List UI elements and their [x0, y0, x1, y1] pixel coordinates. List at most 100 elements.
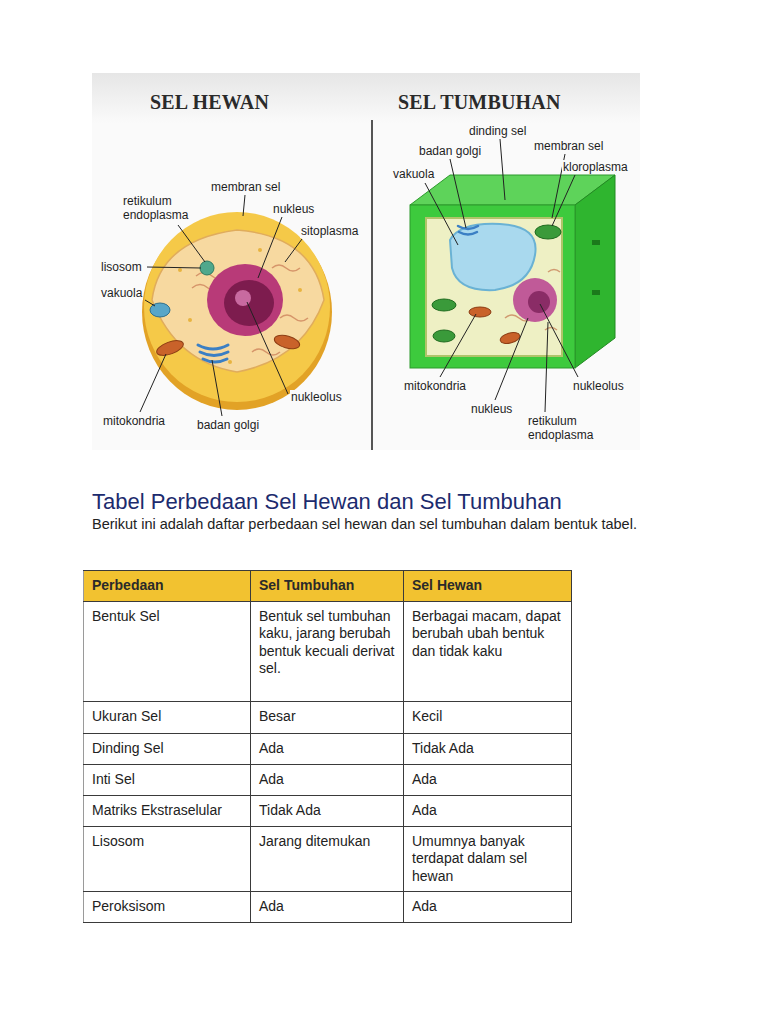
table-header-cell: Sel Hewan [404, 571, 572, 602]
comparison-table: PerbedaanSel TumbuhanSel HewanBentuk Sel… [83, 570, 572, 923]
part-label: nukleus [272, 202, 315, 216]
plant-cell [469, 307, 491, 317]
table-cell: Ada [251, 764, 404, 795]
part-label: kloroplasma [562, 160, 629, 174]
animal-cell [200, 352, 228, 356]
animal-cell [272, 265, 300, 271]
plant-cell [458, 226, 478, 229]
page-title: Tabel Perbedaan Sel Hewan dan Sel Tumbuh… [92, 489, 562, 515]
animal-cell [273, 333, 301, 351]
animal-cell [142, 212, 332, 410]
plant-cell [528, 291, 550, 313]
leader-line [545, 322, 548, 412]
leader-line [178, 225, 205, 262]
table-cell: Dinding Sel [84, 733, 251, 764]
plant-cell [458, 226, 478, 235]
table-cell: Bentuk Sel [84, 601, 251, 701]
leader-line [212, 360, 222, 416]
animal-cell [298, 288, 302, 292]
animal-cell [224, 280, 274, 326]
leader-line [145, 300, 155, 306]
plant-cell [535, 225, 561, 239]
part-label: retikulum endoplasma [122, 194, 196, 222]
table-cell: Ada [251, 892, 404, 923]
plant-cell [450, 224, 536, 290]
part-label: badan golgi [196, 418, 260, 432]
table-header-cell: Perbedaan [84, 571, 251, 602]
leader-line [243, 195, 245, 216]
comparison-table: PerbedaanSel TumbuhanSel HewanBentuk Sel… [83, 570, 572, 923]
table-cell: Kecil [404, 701, 572, 733]
table-row: Inti SelAdaAda [84, 764, 572, 795]
animal-cell [200, 261, 214, 275]
image-ground [92, 73, 640, 450]
plant-cell [433, 330, 455, 342]
image-ground [371, 120, 373, 450]
part-label: badan golgi [418, 144, 482, 158]
table-cell: Ukuran Sel [84, 701, 251, 733]
table-cell: Peroksisom [84, 892, 251, 923]
animal-cell [155, 338, 185, 359]
leader-line [147, 267, 201, 268]
animal-cell [280, 315, 308, 321]
table-row: PeroksisomAdaAda [84, 892, 572, 923]
leader-line [258, 217, 282, 278]
animal-cell [178, 248, 302, 364]
part-label: lisosom [100, 260, 143, 274]
animal-cell [152, 230, 324, 372]
part-label: dinding sel [468, 124, 527, 138]
leader-line [495, 318, 528, 400]
leader-line [140, 139, 578, 416]
part-label: nukleolus [572, 379, 625, 393]
plant-cell [545, 328, 557, 331]
table-row: Ukuran SelBesarKecil [84, 701, 572, 733]
plant-cell [459, 232, 477, 235]
part-label: vakuola [100, 286, 143, 300]
leader-line [540, 304, 578, 377]
plant-cell [432, 299, 456, 311]
table-cell: Ada [404, 764, 572, 795]
leader-line [440, 314, 476, 377]
leader-line [285, 239, 302, 262]
table-cell: Inti Sel [84, 764, 251, 795]
table-row: Dinding SelAdaTidak Ada [84, 733, 572, 764]
animal-cell [144, 212, 330, 402]
part-label: mitokondria [102, 414, 166, 428]
table-cell: Ada [404, 795, 572, 826]
table-cell: Jarang ditemukan [251, 826, 404, 892]
animal-cell [203, 359, 227, 362]
image-ground [92, 73, 640, 450]
table-cell: Ada [404, 892, 572, 923]
animal-cell [188, 318, 192, 322]
animal-cell [198, 345, 228, 349]
part-label: membran sel [210, 180, 281, 194]
animal-cell [198, 345, 228, 362]
part-label: vakuola [392, 167, 435, 181]
part-label: nukleus [470, 402, 513, 416]
table-cell: Tidak Ada [251, 795, 404, 826]
table-cell: Berbagai macam, dapat berubah ubah bentu… [404, 601, 572, 701]
plant-cell [426, 218, 562, 356]
plant-cell [592, 240, 600, 245]
leader-line [450, 159, 466, 228]
plant-cell [410, 205, 575, 368]
part-label: retikulum endoplasma [527, 414, 601, 442]
table-row: Matriks EkstraselularTidak AdaAda [84, 795, 572, 826]
table-header-cell: Sel Tumbuhan [251, 571, 404, 602]
animal-cell [252, 349, 280, 355]
animal-cell [178, 268, 182, 272]
plant-cell [505, 270, 560, 331]
leader-line [425, 183, 458, 245]
table-row: LisosomJarang ditemukanUmumnya banyak te… [84, 826, 572, 892]
leader-line [140, 354, 166, 412]
part-label: membran sel [533, 139, 604, 153]
animal-cell [192, 265, 308, 355]
plant-cell [575, 175, 615, 368]
table-row: Bentuk SelBentuk sel tumbuhan kaku, jara… [84, 601, 572, 701]
leader-line [500, 139, 505, 200]
leader-line [552, 175, 575, 226]
animal-cell [235, 290, 251, 306]
table-cell: Matriks Ekstraselular [84, 795, 251, 826]
part-label: mitokondria [403, 379, 467, 393]
